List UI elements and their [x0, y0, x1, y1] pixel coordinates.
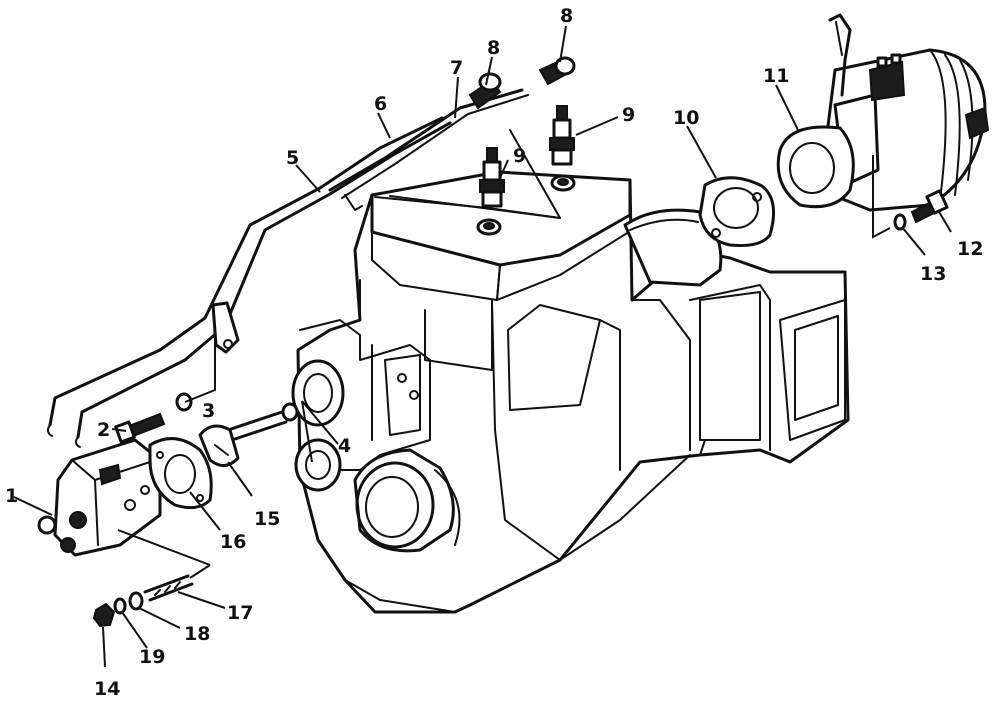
- leader-lines: [13, 25, 952, 668]
- callout-14: 14: [94, 678, 120, 700]
- bolt-2: [114, 412, 166, 444]
- fuel-pump-1: [37, 438, 162, 557]
- washer-13: [893, 213, 907, 231]
- callout-17: 17: [227, 602, 253, 624]
- starter-motor-11: [776, 13, 990, 212]
- callout-12: 12: [957, 238, 983, 260]
- callout-8-left: 8: [487, 37, 500, 59]
- callout-7: 7: [450, 57, 463, 79]
- cylinder-head-nuts: [476, 174, 576, 236]
- callout-19: 19: [139, 646, 165, 668]
- callout-1: 1: [5, 485, 18, 507]
- callout-8-right: 8: [560, 5, 573, 27]
- drive-shaft-15: [198, 402, 299, 467]
- nut-14: [92, 602, 116, 628]
- callout-16: 16: [220, 531, 246, 553]
- injector-pipes: [46, 88, 529, 448]
- banjo-fitting-8-right: [538, 56, 576, 86]
- callout-labels: 1 2 3 4 5 6 7 8 8 9 9 10 11 12 13 14 15 …: [5, 5, 983, 700]
- callout-10: 10: [673, 107, 699, 129]
- washer-18: [128, 591, 144, 611]
- banjo-fitting-8-left: [468, 72, 502, 110]
- gasket-16: [148, 437, 213, 510]
- bolt-12: [910, 189, 949, 224]
- gasket-10: [698, 176, 776, 247]
- injector-9-left: [479, 147, 505, 208]
- callout-2: 2: [97, 419, 110, 441]
- callout-9-right: 9: [622, 104, 635, 126]
- callout-9-left: 9: [513, 145, 526, 167]
- callout-3: 3: [202, 400, 215, 422]
- callout-5: 5: [286, 147, 299, 169]
- callout-13: 13: [920, 263, 946, 285]
- callout-15: 15: [254, 508, 280, 530]
- injector-9-right: [549, 105, 575, 166]
- washer-19: [113, 597, 127, 615]
- callout-6: 6: [374, 93, 387, 115]
- stud-17: [143, 574, 194, 602]
- callout-11: 11: [763, 65, 789, 87]
- callout-4: 4: [338, 435, 351, 457]
- callout-18: 18: [184, 623, 210, 645]
- engine-block: [291, 129, 850, 614]
- washer-3: [175, 392, 193, 412]
